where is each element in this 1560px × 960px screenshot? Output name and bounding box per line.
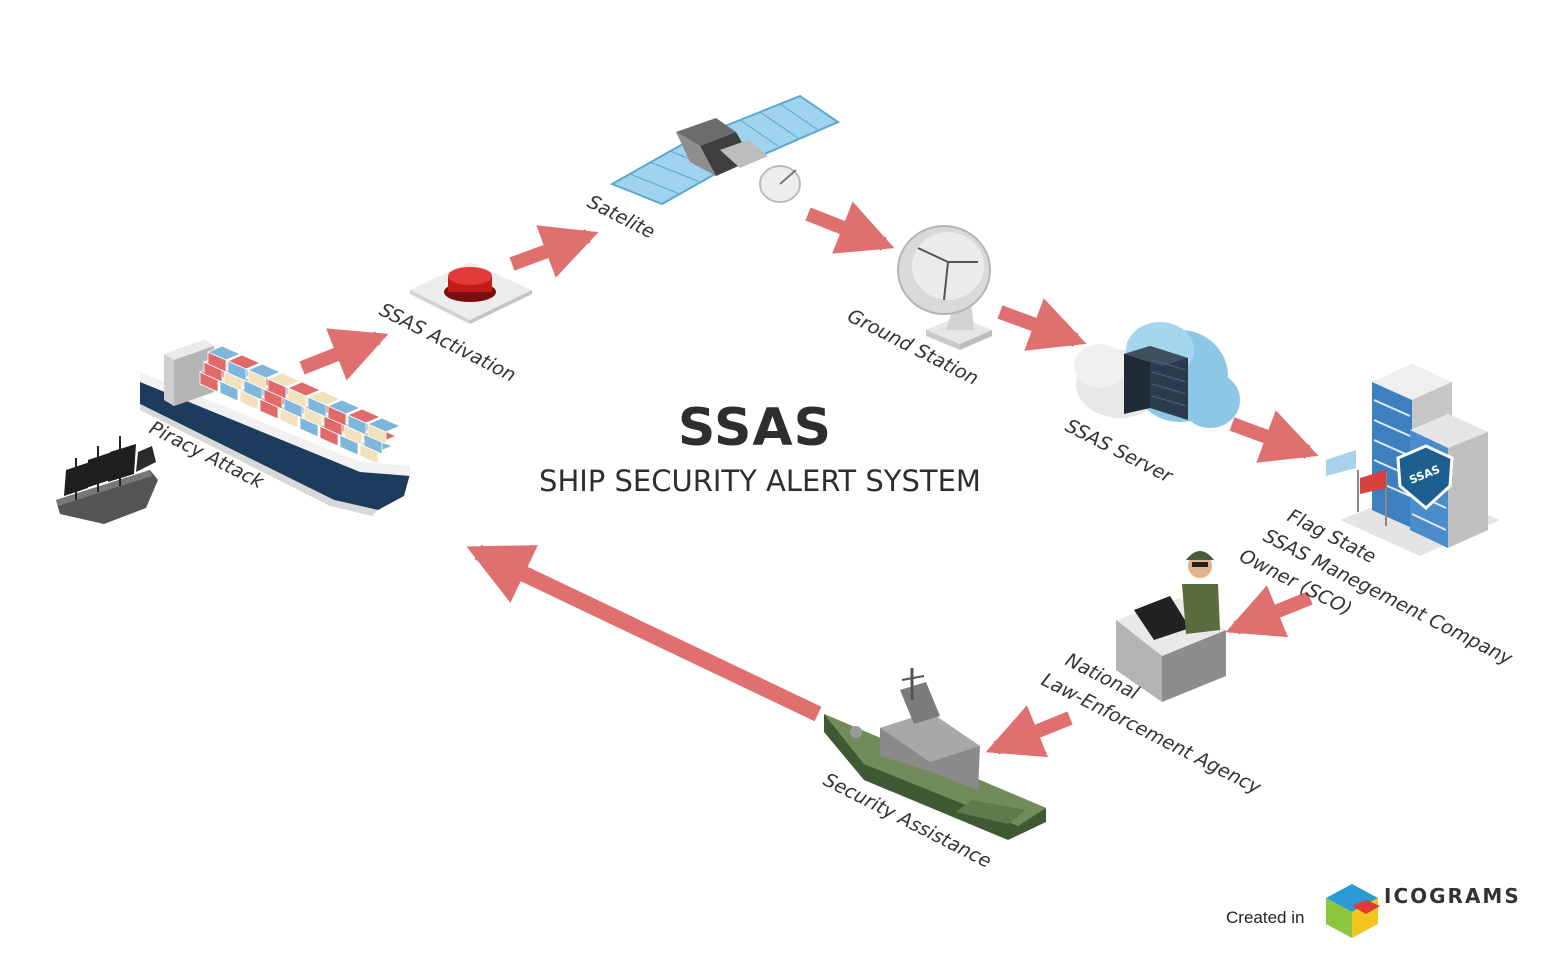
- arrow-satellite-to-ground: [805, 201, 895, 254]
- headquarters-building-icon: SSAS: [1326, 364, 1500, 556]
- container-block: [347, 408, 381, 424]
- arrow-activation-to-satellite: [509, 225, 599, 278]
- icograms-brand-text: ICOGRAMS: [1384, 884, 1521, 908]
- created-in-text: Created in: [1226, 908, 1305, 927]
- satellite-icon: [609, 94, 841, 206]
- container-stack: [199, 345, 401, 465]
- container-block: [327, 399, 361, 415]
- ground-station-dish-icon: [897, 225, 992, 350]
- cloud-server-icon: [1074, 322, 1240, 428]
- diagram-subtitle: SHIP SECURITY ALERT SYSTEM: [539, 464, 981, 498]
- arrow-ship-to-activation: [299, 328, 389, 381]
- icograms-logo-icon: [1326, 884, 1380, 938]
- alarm-button-icon: [410, 262, 532, 324]
- arrow-ground-to-server: [997, 298, 1087, 351]
- arrow-flag-to-agency: [1225, 585, 1313, 638]
- container-block: [247, 363, 281, 379]
- container-block: [267, 372, 301, 388]
- arrow-assistance-to-ship: [466, 544, 822, 722]
- container-block: [287, 381, 321, 397]
- warship-icon: [824, 668, 1046, 840]
- container-block: [367, 417, 401, 433]
- pirate-ship-icon: [56, 436, 158, 524]
- diagram-title: SSAS: [677, 398, 833, 458]
- flow-arrows: [299, 201, 1319, 758]
- container-block: [227, 354, 261, 370]
- agency-officer-icon: [1116, 551, 1226, 702]
- container-block: [207, 345, 241, 361]
- container-block: [307, 390, 341, 406]
- container-ship-icon: [140, 340, 410, 516]
- arrow-agency-to-assistance: [985, 705, 1073, 758]
- label-ssas-server: SSAS Server: [1062, 415, 1177, 488]
- arrow-server-to-flag: [1229, 410, 1319, 463]
